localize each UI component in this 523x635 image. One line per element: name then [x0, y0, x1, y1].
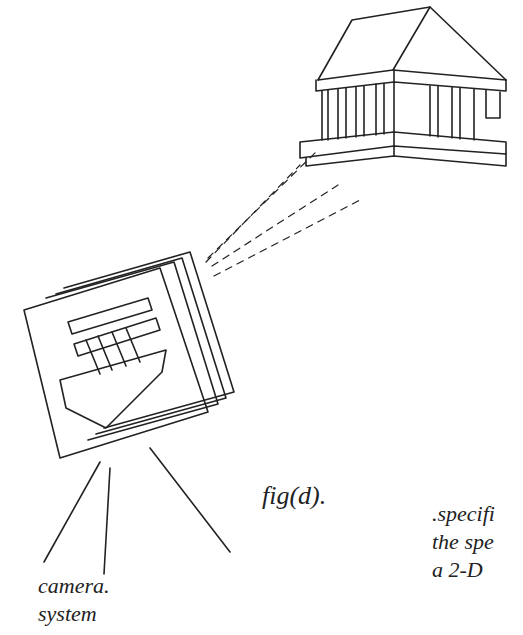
sight-lines: [206, 150, 360, 276]
building-sketch: [300, 7, 506, 166]
note-text: a 2-D: [432, 556, 483, 584]
note-text: .specifi: [432, 500, 495, 528]
camera-label: camera. system: [38, 572, 118, 627]
camera-sketch: [24, 252, 234, 574]
figure-label: fig(d).: [262, 480, 326, 513]
note-text: the spe: [432, 528, 494, 556]
